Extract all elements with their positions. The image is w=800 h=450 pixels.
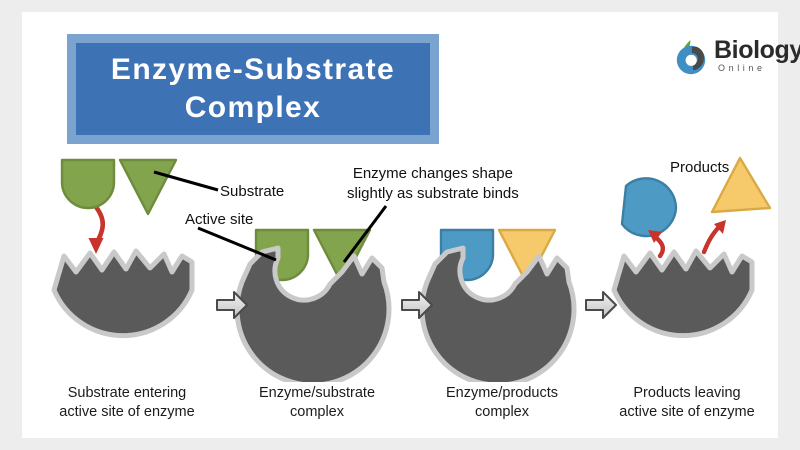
step-arrow-3 (585, 291, 617, 319)
logo-wordmark: Biology (714, 36, 800, 64)
label-enzyme-changes-shape: Enzyme changes shape slightly as substra… (347, 165, 519, 202)
product-yellow-triangle-shape (710, 156, 772, 214)
biology-online-droplet-icon (676, 40, 706, 75)
panel-4-caption: Products leaving active site of enzyme (619, 385, 755, 421)
panel-2-caption: Enzyme/substrate complex (258, 385, 376, 421)
enzyme-notched-shape (51, 248, 195, 339)
panel-4: Products leaving active site of enzyme (592, 152, 782, 442)
enzyme-notched-shape (611, 248, 755, 339)
label-substrate: Substrate (220, 183, 285, 200)
red-up-arrow-left-icon (648, 230, 666, 259)
step-arrow-1 (216, 291, 248, 319)
panel-1: Substrate entering active site of enzyme (32, 152, 222, 442)
panel-1-substrate (60, 158, 178, 216)
brand-logo: Biology Online (674, 36, 800, 82)
logo-subtitle: Online (718, 63, 766, 73)
enzyme-bound-shape (234, 245, 392, 382)
panel-4-artwork (611, 156, 772, 339)
panel-1-artwork (51, 204, 195, 339)
step-arrow-2 (401, 291, 433, 319)
panel-3-artwork (419, 228, 577, 382)
diagram-canvas: Enzyme-Substrate Complex Biology Online (22, 12, 800, 438)
enzyme-bound-shape (419, 245, 577, 382)
panel-3: Enzyme/products complex (407, 152, 597, 442)
label-products: Products (670, 159, 730, 176)
panel-1-caption: Substrate entering active site of enzyme (59, 385, 195, 421)
red-up-arrow-right-icon (701, 220, 726, 255)
title-banner: Enzyme-Substrate Complex (67, 34, 439, 144)
label-active-site: Active site (185, 211, 254, 228)
page-title: Enzyme-Substrate Complex (110, 52, 396, 124)
panel-3-caption: Enzyme/products complex (445, 385, 559, 421)
red-down-arrow-icon (88, 204, 106, 254)
product-blue-droplet-shape (620, 177, 678, 238)
title-banner-inner: Enzyme-Substrate Complex (76, 43, 430, 135)
